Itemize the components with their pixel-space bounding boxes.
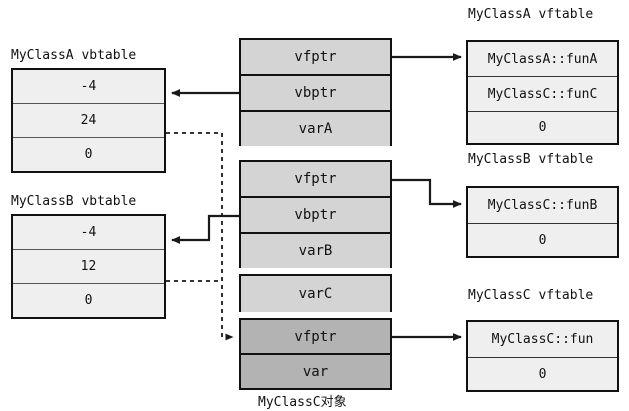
table-row: -4 — [13, 216, 164, 250]
object-row-var: var — [241, 355, 390, 388]
caption-myclassa-vbtable: MyClassA vbtable — [11, 48, 137, 63]
connector-vfptr-b-to-vftable-b — [392, 178, 462, 208]
object-block-virtualbase-subobject: vfptr var — [239, 318, 392, 390]
connector-vbptr-b-to-vbtable-b — [171, 214, 239, 244]
object-row-vbptr: vbptr — [241, 76, 390, 112]
caption-myclassc-vftable: MyClassC vftable — [468, 288, 594, 303]
table-row: MyClassA::funA — [468, 42, 617, 77]
caption-myclassa-vftable: MyClassA vftable — [468, 7, 594, 22]
table-row: 0 — [13, 138, 164, 171]
table-row: 0 — [13, 284, 164, 317]
table-row: MyClassC::funB — [468, 188, 617, 224]
table-row: 0 — [468, 224, 617, 256]
table-myclassa-vbtable: -4 24 0 — [11, 68, 166, 173]
table-myclassa-vftable: MyClassA::funA MyClassC::funC 0 — [466, 40, 619, 145]
object-row-varA: varA — [241, 112, 390, 146]
table-row: MyClassC::funC — [468, 77, 617, 112]
connector-vbtable-a-offset-to-virtualbase — [166, 132, 234, 341]
object-row-varC: varC — [241, 276, 390, 312]
caption-myclassb-vbtable: MyClassB vbtable — [11, 194, 137, 209]
object-row-vfptr: vfptr — [241, 320, 390, 355]
table-myclassb-vftable: MyClassC::funB 0 — [466, 186, 619, 258]
caption-myclassc-object: MyClassC对象 — [258, 395, 347, 410]
caption-myclassb-vftable: MyClassB vftable — [468, 152, 594, 167]
table-myclassc-vftable: MyClassC::fun 0 — [466, 320, 619, 392]
table-row: MyClassC::fun — [468, 322, 617, 358]
table-row: 24 — [13, 104, 164, 138]
object-row-varB: varB — [241, 234, 390, 268]
table-row: 12 — [13, 250, 164, 284]
object-row-vbptr: vbptr — [241, 198, 390, 234]
object-row-vfptr: vfptr — [241, 162, 390, 198]
table-myclassb-vbtable: -4 12 0 — [11, 214, 166, 319]
table-row: 0 — [468, 358, 617, 390]
object-block-myclassc-members: varC — [239, 274, 392, 312]
table-row: 0 — [468, 112, 617, 143]
object-block-myclassb-subobject: vfptr vbptr varB — [239, 160, 392, 268]
object-block-myclassa-subobject: vfptr vbptr varA — [239, 38, 392, 146]
table-row: -4 — [13, 70, 164, 104]
object-row-vfptr: vfptr — [241, 40, 390, 76]
